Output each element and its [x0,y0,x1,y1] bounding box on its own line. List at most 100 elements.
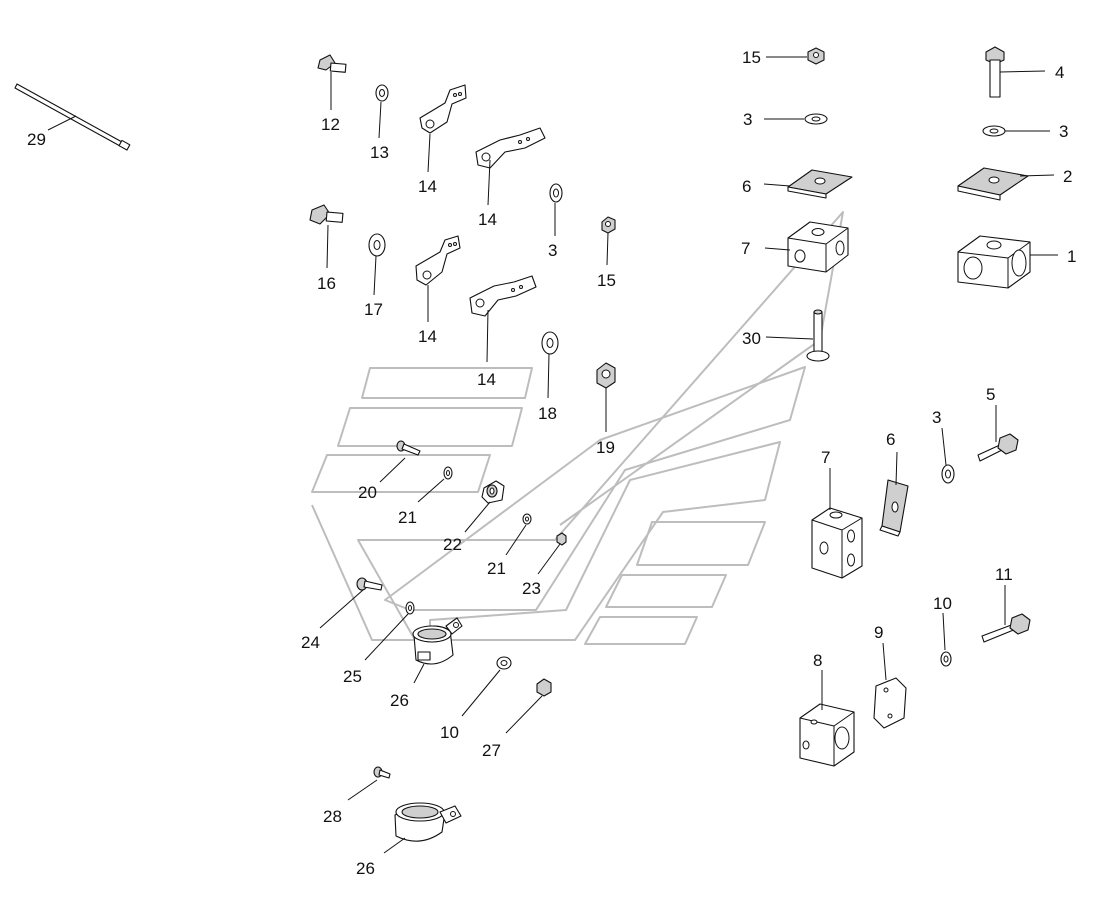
hex-bolt-icon [309,204,344,225]
part-3-washer-a: 3 [548,183,563,260]
callout-14: 14 [418,327,437,346]
hex-nut-icon [601,216,616,234]
callout-15: 15 [597,271,616,290]
callout-4: 4 [1055,63,1064,82]
callout-19: 19 [596,438,615,457]
callout-12: 12 [321,115,340,134]
callout-2: 2 [1063,167,1072,186]
hex-bolt-icon [977,433,1019,462]
part-20-screw: 20 [358,440,421,502]
callout-15: 15 [742,48,761,67]
part-15-nut-b: 15 [742,47,825,67]
callout-14: 14 [418,177,437,196]
hex-bolt-icon [981,613,1031,643]
part-10-washer-b: 10 [933,594,952,667]
callout-6: 6 [742,177,751,196]
part-26-hose-clamp-a: 26 [390,617,463,710]
clip-icon [481,480,505,504]
part-14-bracket-d: 14 [469,275,537,389]
part-3-washer-b: 3 [743,110,828,129]
part-14-bracket-c: 14 [415,235,461,346]
callout-29: 29 [27,130,46,149]
callout-20: 20 [358,483,377,502]
washer-icon [443,466,453,480]
callout-14: 14 [477,370,496,389]
part-5-bolt: 5 [977,385,1019,462]
part-23-nut: 23 [522,532,567,598]
bracket-icon [475,127,546,169]
callout-10: 10 [440,723,459,742]
clamp-block-icon [787,221,849,273]
part-6-cover-plate-b: 6 [879,430,909,537]
callout-21: 21 [487,559,506,578]
callout-30: 30 [742,329,761,348]
hex-nut-icon [596,362,616,389]
callout-8: 8 [813,651,822,670]
callout-14: 14 [478,210,497,229]
cover-plate-icon [787,169,853,199]
callout-26: 26 [390,691,409,710]
part-7-clamp-block-a: 7 [741,221,849,273]
callout-3: 3 [932,408,941,427]
clamp-block-icon [957,235,1031,289]
part-3-washer-c: 3 [982,122,1068,141]
washer-icon [522,513,532,525]
hose-clamp-icon [412,617,463,665]
callout-5: 5 [986,385,995,404]
washer-icon [368,233,386,257]
part-10-washer-a: 10 [440,656,512,742]
washer-icon [982,125,1006,137]
callout-10: 10 [933,594,952,613]
part-29-cable-tie: 29 [14,83,131,151]
callout-7: 7 [821,448,830,467]
callout-26: 26 [356,859,375,878]
screw-icon [356,577,383,591]
washer-icon [541,331,559,355]
part-6-cover-plate-a: 6 [742,169,853,199]
hex-nut-icon [807,47,825,65]
washer-icon [405,601,415,615]
callout-21: 21 [398,508,417,527]
hex-nut-icon [536,678,552,697]
part-4-bolt: 4 [985,46,1064,98]
part-14-bracket-b: 14 [475,127,546,229]
part-14-bracket-a: 14 [418,84,467,196]
clamp-block-icon [811,507,863,579]
part-7-clamp-block-b: 7 [811,448,863,579]
part-15-nut-a: 15 [597,216,616,290]
callout-27: 27 [482,741,501,760]
hex-bolt-icon [985,46,1005,98]
hex-bolt-icon [317,54,347,73]
bracket-icon [419,84,467,134]
callout-28: 28 [323,807,342,826]
part-3-washer-d: 3 [932,408,955,484]
callout-23: 23 [522,579,541,598]
part-1-clamp-block: 1 [957,235,1076,289]
clamp-block-icon [799,703,855,767]
callout-13: 13 [370,143,389,162]
part-17-washer: 17 [364,233,386,319]
washer-icon [940,651,952,667]
cover-plate-icon [879,479,909,537]
bracket-icon [415,235,461,286]
callout-3: 3 [1059,122,1068,141]
callout-6: 6 [886,430,895,449]
callout-16: 16 [317,274,336,293]
background-frame [311,211,844,645]
part-9-cover-plate: 9 [873,623,907,729]
callout-1: 1 [1067,247,1076,266]
cover-plate-icon [957,167,1029,201]
part-22-clip: 22 [443,480,505,554]
callout-7: 7 [741,239,750,258]
part-8-clamp-block: 8 [799,651,855,767]
part-21-washer-b: 21 [487,513,532,578]
callout-25: 25 [343,667,362,686]
part-30-weld-stud: 30 [742,309,830,362]
hex-nut-icon [556,532,567,546]
part-25-washer: 25 [343,601,415,686]
part-27-nut: 27 [482,678,552,760]
part-28-screw: 28 [323,766,391,826]
callout-24: 24 [301,633,320,652]
